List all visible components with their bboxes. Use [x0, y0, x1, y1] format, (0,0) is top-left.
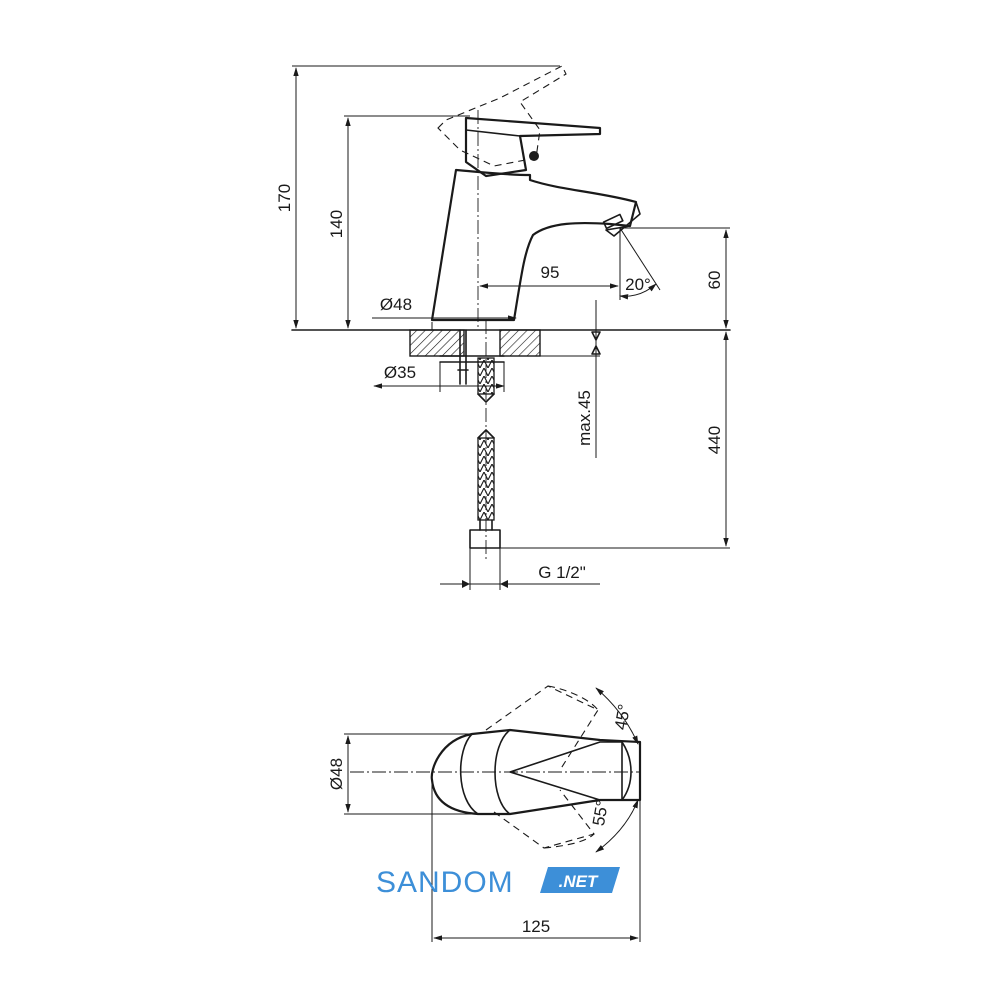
base-washer-left	[409, 329, 465, 357]
base-washer-right	[499, 329, 541, 357]
dim-handle-angle-down: 55°	[589, 799, 612, 828]
aerator	[602, 213, 624, 230]
dim-base-diameter: Ø48	[380, 295, 412, 314]
dim-top-diameter: Ø48	[327, 758, 346, 790]
top-view: 45° 55° Ø48 125	[327, 685, 642, 942]
dim-shank-diameter: Ø35	[384, 363, 416, 382]
hose-break-mark	[477, 393, 495, 403]
dim-arc-handle-up	[595, 687, 639, 745]
brand-suffix: .NET	[559, 872, 599, 891]
lever-closed	[464, 116, 602, 178]
handle-rotated-up-dashed	[485, 685, 599, 771]
dim-hose-length: 440	[705, 426, 724, 454]
dim-body-height: 140	[327, 210, 346, 238]
handle-rotated-down-dashed	[493, 789, 595, 849]
dim-handle-angle-up: 45°	[611, 703, 634, 732]
dim-overall-length: 125	[522, 917, 550, 936]
brand-watermark: SANDOM .NET	[376, 866, 620, 899]
dim-spout-angle: 20°	[625, 275, 651, 294]
brand-name: SANDOM	[376, 866, 514, 899]
dim-spout-reach: 95	[541, 263, 560, 282]
dim-arc-handle-down	[595, 799, 639, 853]
dim-total-height: 170	[275, 184, 294, 212]
inlet-hose-lower	[477, 437, 495, 521]
hose-nut	[469, 529, 501, 549]
dim-outlet-height: 60	[705, 271, 724, 290]
spout-tip	[605, 201, 641, 237]
top-handle	[509, 741, 623, 801]
dim-arc-spout-angle	[619, 283, 657, 300]
dim-max-thickness: max.45	[575, 390, 594, 446]
brand-suffix-badge	[540, 867, 620, 893]
lever-open-dashed	[437, 65, 567, 167]
lever-pin	[529, 151, 539, 161]
dim-thread: G 1/2"	[538, 563, 586, 582]
lever-cartridge-line	[465, 129, 521, 137]
side-view: 170 140 95 20° 60 Ø48 Ø35 max.45 440 G 1	[275, 65, 731, 590]
faucet-body	[430, 168, 638, 322]
